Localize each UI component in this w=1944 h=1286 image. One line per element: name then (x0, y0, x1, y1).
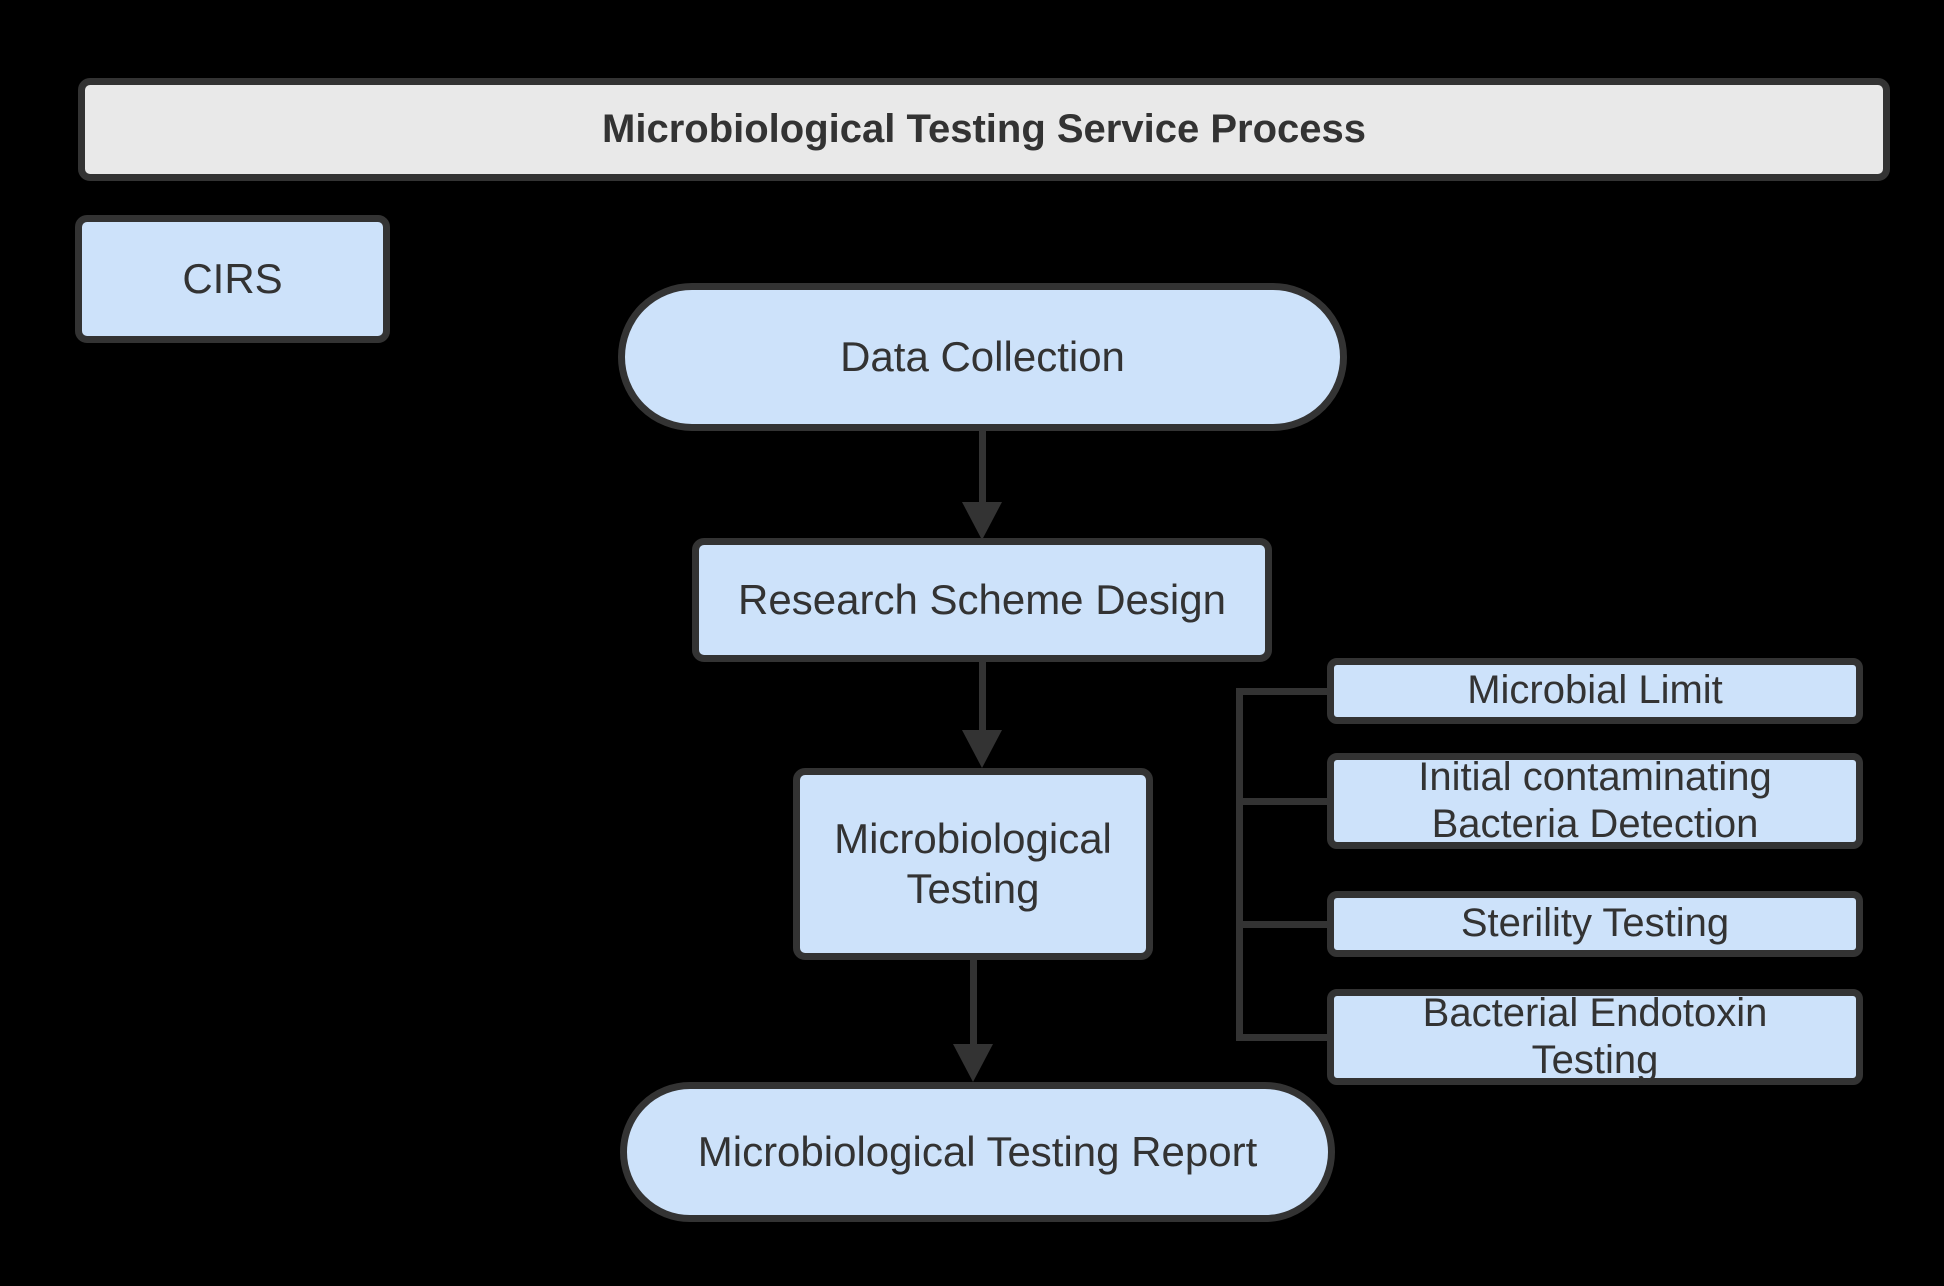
arrow-line-testing-to-report (970, 959, 977, 1047)
arrowhead-icon (953, 1044, 993, 1082)
node-sterility-testing: Sterility Testing (1327, 891, 1863, 957)
node-data-collection: Data Collection (618, 283, 1347, 431)
diagram-title: Microbiological Testing Service Process (78, 78, 1890, 181)
node-microbiological-testing-report: Microbiological Testing Report (620, 1082, 1335, 1222)
connector-initial-contaminating (1240, 798, 1327, 805)
node-initial-contaminating-bacteria-detection: Initial contaminating Bacteria Detection (1327, 753, 1863, 849)
arrowhead-icon (962, 502, 1002, 540)
node-cirs: CIRS (75, 215, 390, 343)
arrowhead-icon (962, 730, 1002, 768)
arrow-line-data-collection-to-research (979, 431, 986, 505)
node-bacterial-endotoxin-testing: Bacterial Endotoxin Testing (1327, 989, 1863, 1085)
arrow-line-research-to-testing (979, 661, 986, 733)
connector-sterility-testing (1240, 921, 1327, 928)
connector-bacterial-endotoxin (1240, 1034, 1327, 1041)
node-microbial-limit: Microbial Limit (1327, 658, 1863, 724)
test-types-bracket-line (1236, 688, 1243, 1041)
node-microbiological-testing: Microbiological Testing (793, 768, 1153, 960)
connector-microbial-limit (1240, 688, 1327, 695)
node-research-scheme-design: Research Scheme Design (692, 538, 1272, 662)
